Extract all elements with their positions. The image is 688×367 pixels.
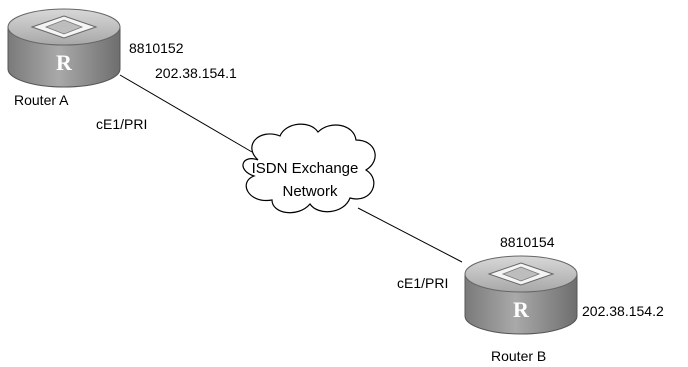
link-cloud-to-router-b [357,207,463,263]
router-badge: R [513,297,530,322]
router-a-name: Router A [14,92,69,108]
router-icon: R [7,8,121,88]
router-b: R [464,255,578,335]
router-b-number: 8810154 [500,234,555,250]
router-b-name: Router B [491,348,546,364]
cloud-label-line2: Network [282,183,338,200]
cloud-label-line1: ISDN Exchange [252,160,359,177]
router-b-ip: 202.38.154.2 [582,303,664,319]
link-router-a-to-cloud [119,74,253,153]
router-a: R [7,8,121,88]
router-a-interface: cE1/PRI [96,116,147,132]
router-icon: R [464,255,578,335]
router-badge: R [56,50,73,75]
isdn-network-cloud: ISDN Exchange Network [242,123,376,214]
router-a-ip: 202.38.154.1 [155,65,237,81]
router-b-interface: cE1/PRI [397,275,448,291]
router-a-number: 8810152 [129,40,184,56]
cloud-icon [242,123,376,214]
